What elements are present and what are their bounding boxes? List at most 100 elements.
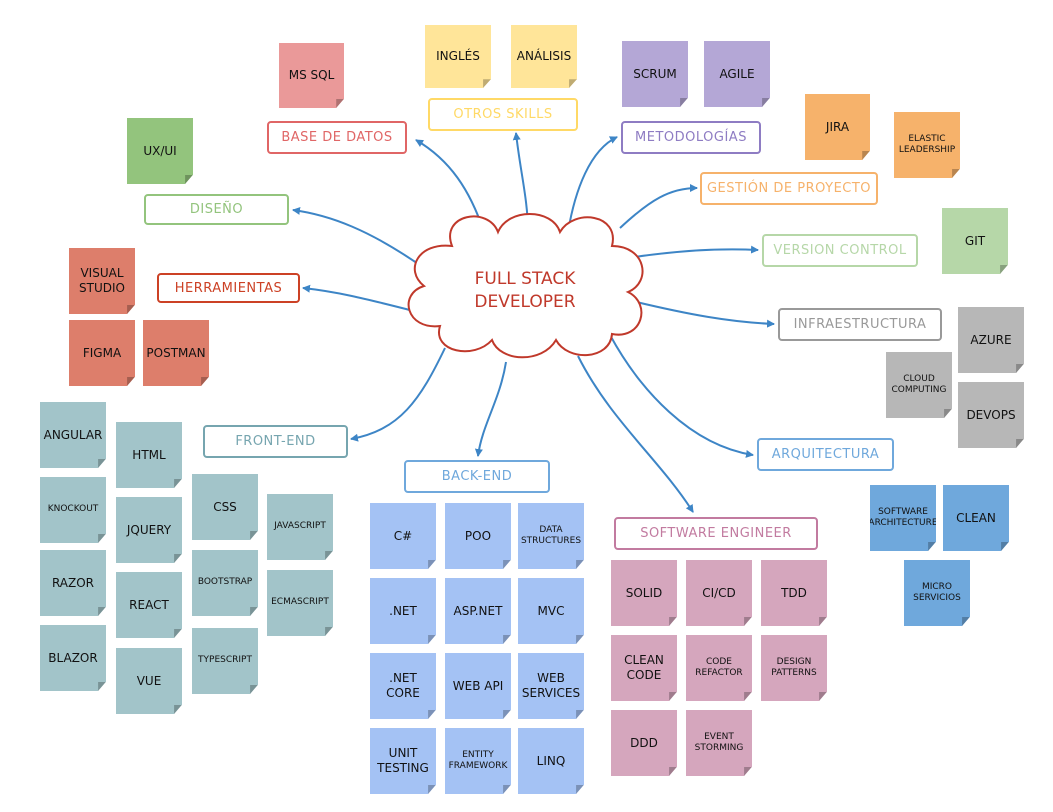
note-back-end[interactable]: LINQ bbox=[518, 728, 584, 794]
branch-herramientas[interactable]: HERRAMIENTAS bbox=[157, 273, 300, 303]
note-label: DATA STRUCTURES bbox=[520, 524, 582, 546]
note-back-end[interactable]: DATA STRUCTURES bbox=[518, 503, 584, 569]
note-back-end[interactable]: WEB SERVICES bbox=[518, 653, 584, 719]
note-front-end[interactable]: TYPESCRIPT bbox=[192, 628, 258, 694]
branch-gestion[interactable]: GESTIÓN DE PROYECTO bbox=[700, 172, 878, 205]
note-label: MVC bbox=[537, 603, 565, 618]
note-label: AZURE bbox=[970, 332, 1012, 347]
note-version[interactable]: GIT bbox=[942, 208, 1008, 274]
note-infra[interactable]: DEVOPS bbox=[958, 382, 1024, 448]
note-software-engineer[interactable]: CODE REFACTOR bbox=[686, 635, 752, 701]
note-label: CODE REFACTOR bbox=[695, 656, 743, 678]
note-otros-skills[interactable]: INGLÉS bbox=[425, 25, 491, 88]
branch-front-end[interactable]: FRONT-END bbox=[203, 425, 348, 458]
note-back-end[interactable]: .NET bbox=[370, 578, 436, 644]
branch-diseno[interactable]: DISEÑO bbox=[144, 194, 289, 225]
note-software-engineer[interactable]: CI/CD bbox=[686, 560, 752, 626]
note-metodologias[interactable]: AGILE bbox=[704, 41, 770, 107]
note-otros-skills[interactable]: ANÁLISIS bbox=[511, 25, 577, 88]
note-label: JIRA bbox=[825, 119, 850, 134]
note-label: INGLÉS bbox=[436, 49, 480, 63]
branch-base-datos[interactable]: BASE DE DATOS bbox=[267, 121, 407, 154]
note-label: ANÁLISIS bbox=[516, 49, 572, 63]
note-back-end[interactable]: ENTITY FRAMEWORK bbox=[445, 728, 511, 794]
center-cloud-shape bbox=[407, 213, 644, 359]
connector-diseno bbox=[292, 206, 425, 269]
note-software-engineer[interactable]: DESIGN PATTERNS bbox=[761, 635, 827, 701]
note-front-end[interactable]: JAVASCRIPT bbox=[267, 494, 333, 560]
note-back-end[interactable]: .NET CORE bbox=[370, 653, 436, 719]
branch-version[interactable]: VERSION CONTROL bbox=[762, 234, 918, 267]
note-front-end[interactable]: VUE bbox=[116, 648, 182, 714]
note-label: GIT bbox=[964, 233, 986, 248]
branch-arquitectura[interactable]: ARQUITECTURA bbox=[757, 438, 894, 471]
branch-software-engineer[interactable]: SOFTWARE ENGINEER bbox=[614, 517, 818, 550]
note-back-end[interactable]: WEB API bbox=[445, 653, 511, 719]
note-label: ASP.NET bbox=[453, 603, 503, 618]
note-front-end[interactable]: BLAZOR bbox=[40, 625, 106, 691]
branch-infra[interactable]: INFRAESTRUCTURA bbox=[778, 308, 942, 341]
note-label: REACT bbox=[129, 597, 169, 612]
note-label: .NET CORE bbox=[386, 671, 420, 700]
note-label: ANGULAR bbox=[43, 427, 103, 442]
note-diseno[interactable]: UX/UI bbox=[127, 118, 193, 184]
note-label: SOFTWARE ARCHITECTURE bbox=[868, 506, 938, 528]
note-front-end[interactable]: BOOTSTRAP bbox=[192, 550, 258, 616]
note-arquitectura[interactable]: CLEAN bbox=[943, 485, 1009, 551]
note-label: AGILE bbox=[719, 66, 755, 81]
connector-gestion bbox=[619, 184, 698, 229]
note-label: ELASTIC LEADERSHIP bbox=[898, 133, 956, 155]
note-arquitectura[interactable]: SOFTWARE ARCHITECTURE bbox=[870, 485, 936, 551]
connector-back-end bbox=[474, 361, 507, 457]
note-label: C# bbox=[393, 528, 413, 543]
note-label: FIGMA bbox=[82, 345, 122, 360]
note-metodologias[interactable]: SCRUM bbox=[622, 41, 688, 107]
center-topic: FULL STACK DEVELOPER bbox=[440, 268, 610, 314]
note-label: DEVOPS bbox=[966, 407, 1016, 422]
note-gestion[interactable]: JIRA bbox=[805, 94, 870, 160]
note-label: EVENT STORMING bbox=[694, 731, 744, 753]
note-label: VISUAL STUDIO bbox=[79, 266, 125, 295]
note-back-end[interactable]: POO bbox=[445, 503, 511, 569]
branch-metodologias[interactable]: METODOLOGÍAS bbox=[621, 121, 761, 154]
note-label: CI/CD bbox=[702, 585, 736, 600]
note-base-datos[interactable]: MS SQL bbox=[279, 43, 344, 108]
note-label: WEB SERVICES bbox=[521, 671, 581, 700]
note-front-end[interactable]: HTML bbox=[116, 422, 182, 488]
note-label: MS SQL bbox=[288, 68, 335, 82]
note-gestion[interactable]: ELASTIC LEADERSHIP bbox=[894, 112, 960, 178]
note-back-end[interactable]: ASP.NET bbox=[445, 578, 511, 644]
note-infra[interactable]: CLOUD COMPUTING bbox=[886, 352, 952, 418]
note-back-end[interactable]: UNIT TESTING bbox=[370, 728, 436, 794]
note-back-end[interactable]: C# bbox=[370, 503, 436, 569]
connector-front-end bbox=[350, 347, 446, 442]
note-label: DDD bbox=[630, 735, 658, 750]
note-front-end[interactable]: RAZOR bbox=[40, 550, 106, 616]
note-infra[interactable]: AZURE bbox=[958, 307, 1024, 373]
note-label: MICRO SERVICIOS bbox=[913, 581, 961, 603]
note-software-engineer[interactable]: TDD bbox=[761, 560, 827, 626]
note-label: JQUERY bbox=[126, 522, 172, 537]
branch-back-end[interactable]: BACK-END bbox=[404, 460, 550, 493]
note-arquitectura[interactable]: MICRO SERVICIOS bbox=[904, 560, 970, 626]
note-software-engineer[interactable]: DDD bbox=[611, 710, 677, 776]
note-front-end[interactable]: KNOCKOUT bbox=[40, 477, 106, 543]
note-herramientas[interactable]: FIGMA bbox=[69, 320, 135, 386]
branch-otros-skills[interactable]: OTROS SKILLS bbox=[428, 98, 578, 131]
note-software-engineer[interactable]: EVENT STORMING bbox=[686, 710, 752, 776]
note-front-end[interactable]: ANGULAR bbox=[40, 402, 106, 468]
note-software-engineer[interactable]: CLEAN CODE bbox=[611, 635, 677, 701]
note-software-engineer[interactable]: SOLID bbox=[611, 560, 677, 626]
note-front-end[interactable]: JQUERY bbox=[116, 497, 182, 563]
note-herramientas[interactable]: VISUAL STUDIO bbox=[69, 248, 135, 314]
center-topic-line-2: DEVELOPER bbox=[474, 291, 576, 312]
note-front-end[interactable]: ECMASCRIPT bbox=[267, 570, 333, 636]
note-front-end[interactable]: CSS bbox=[192, 474, 258, 540]
note-front-end[interactable]: REACT bbox=[116, 572, 182, 638]
note-label: POSTMAN bbox=[146, 345, 206, 360]
note-herramientas[interactable]: POSTMAN bbox=[143, 320, 209, 386]
note-label: CSS bbox=[213, 499, 237, 514]
note-back-end[interactable]: MVC bbox=[518, 578, 584, 644]
